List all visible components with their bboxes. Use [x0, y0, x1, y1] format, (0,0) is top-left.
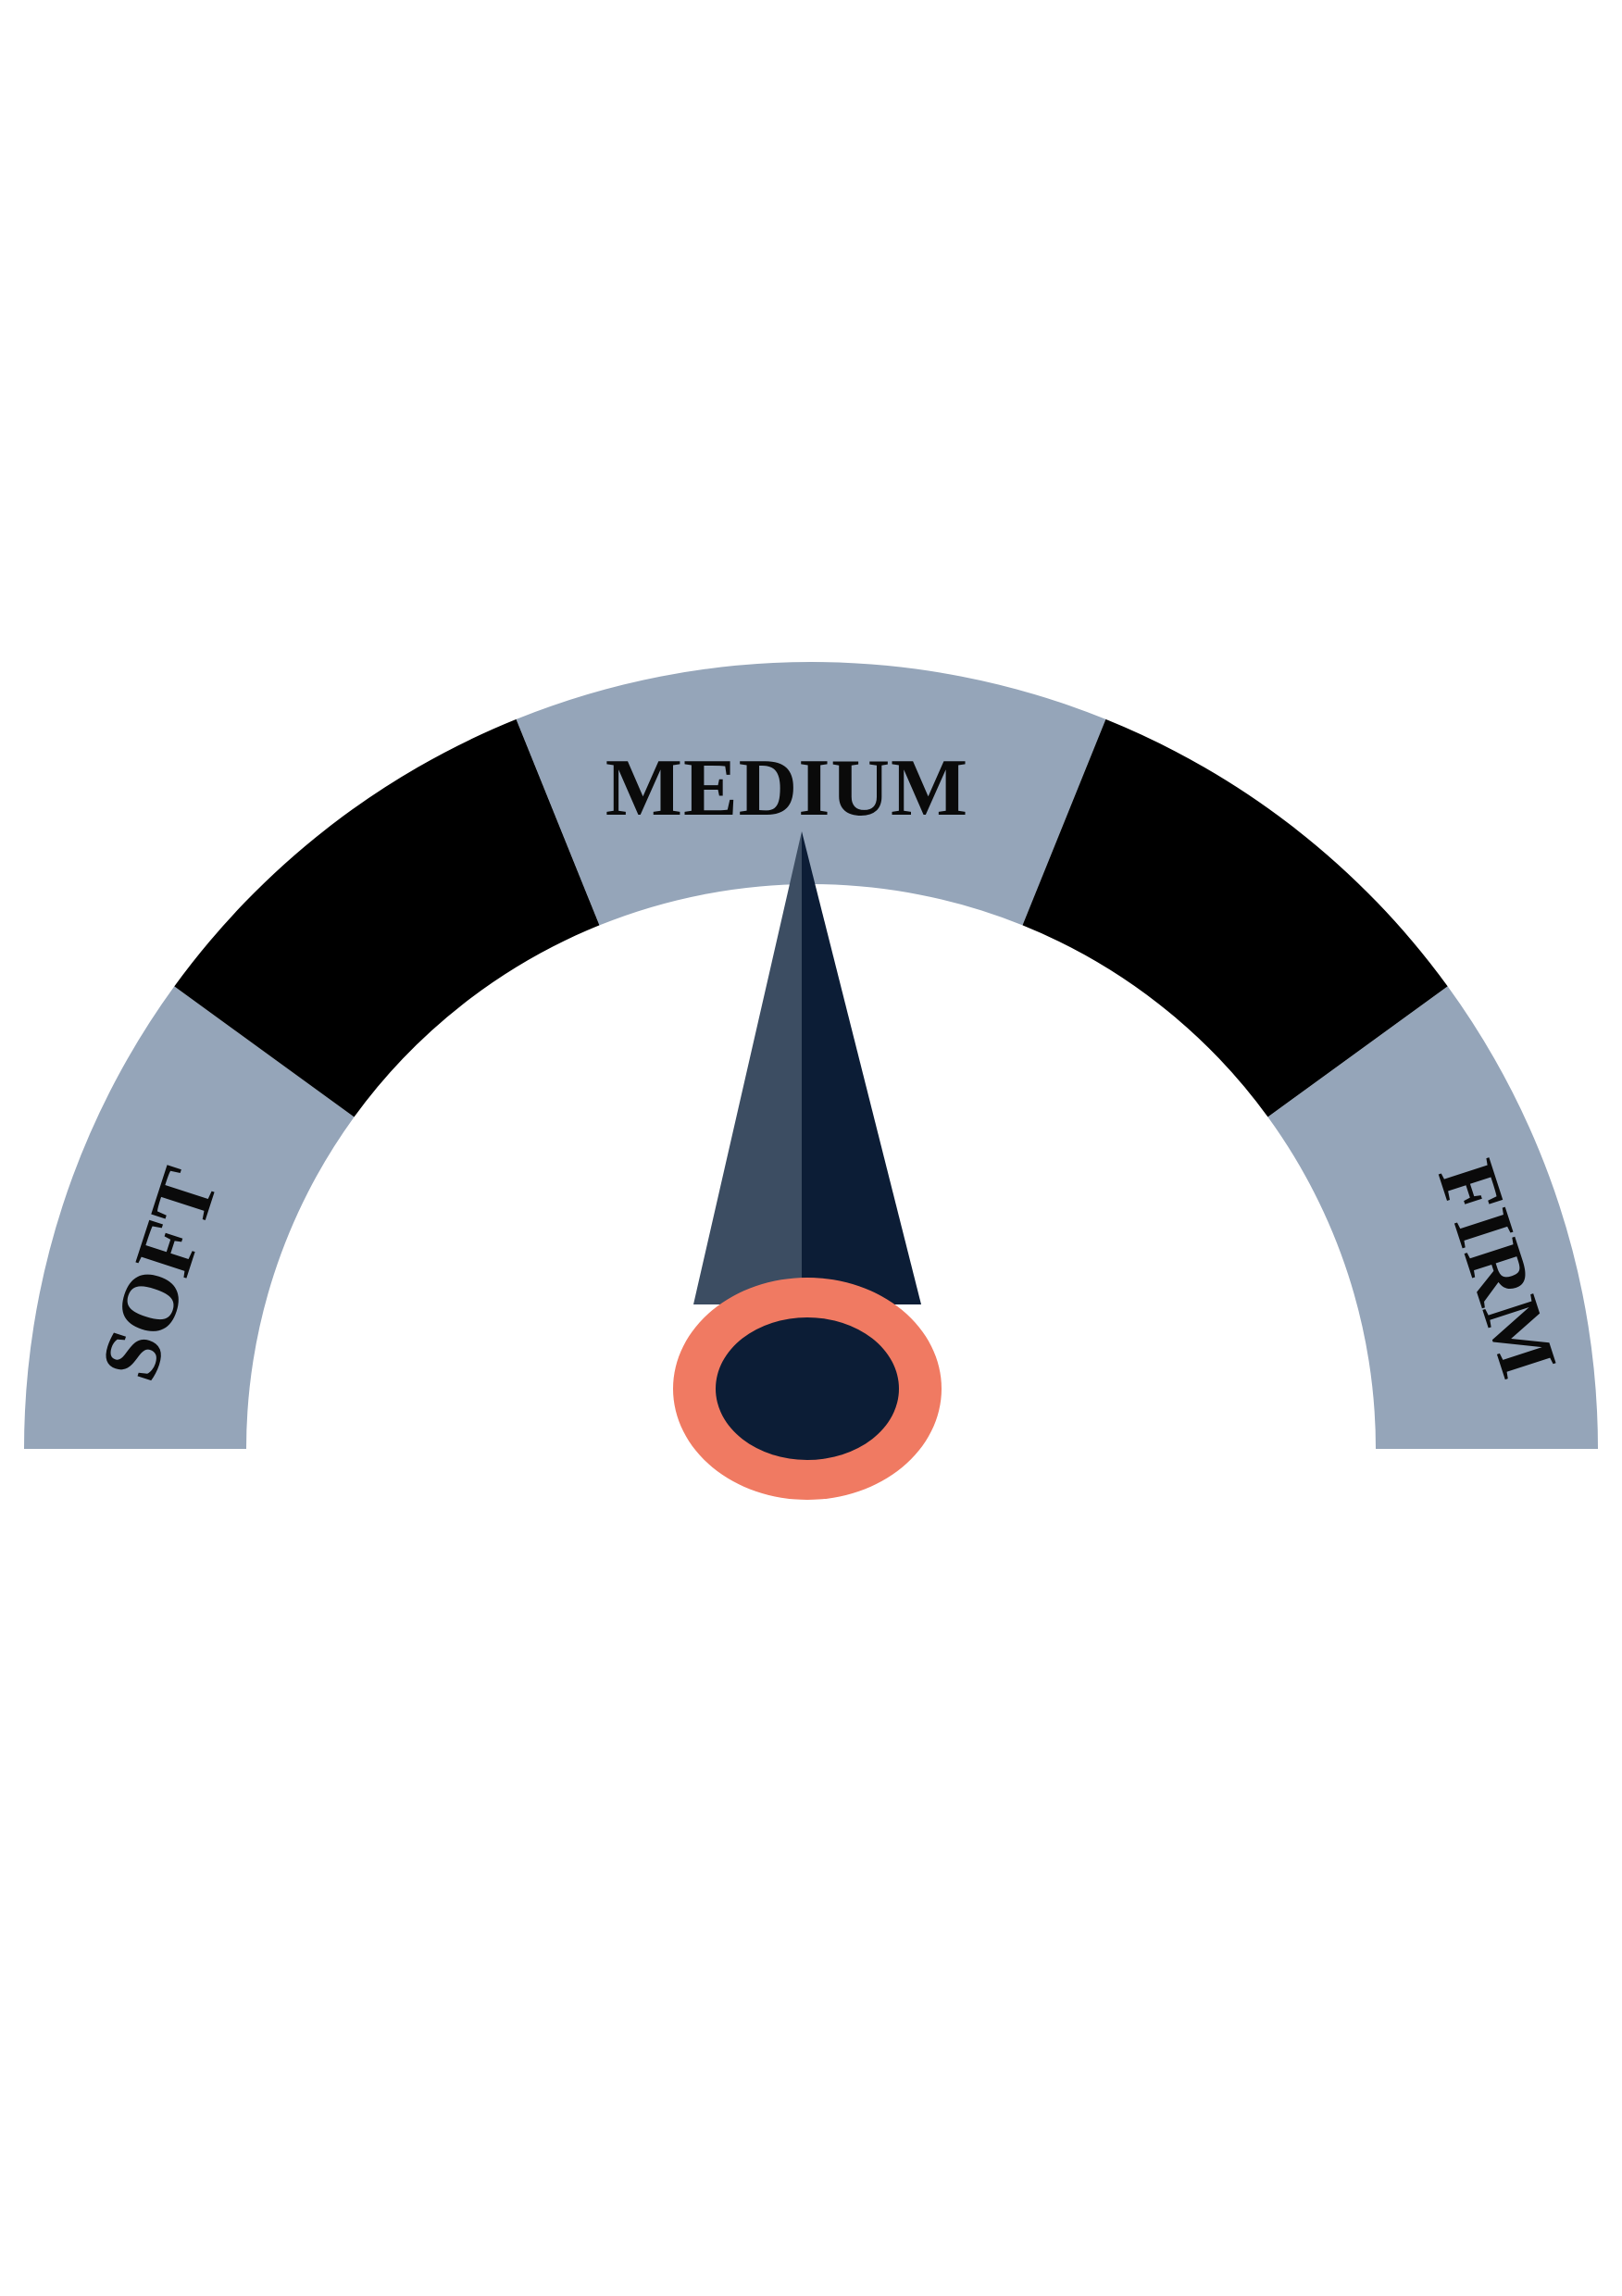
segment-medium — [516, 662, 1106, 926]
label-medium: MEDIUM — [605, 743, 968, 833]
needle-left-half — [693, 831, 802, 1304]
gauge-band — [24, 662, 1598, 1449]
segment-soft-medium — [174, 718, 600, 1117]
needle-hub-center — [716, 1317, 899, 1460]
segment-medium-firm — [1022, 718, 1448, 1117]
gauge-needle — [693, 831, 921, 1304]
segment-soft — [24, 986, 355, 1449]
needle-right-half — [802, 831, 921, 1304]
segment-firm — [1267, 986, 1598, 1449]
